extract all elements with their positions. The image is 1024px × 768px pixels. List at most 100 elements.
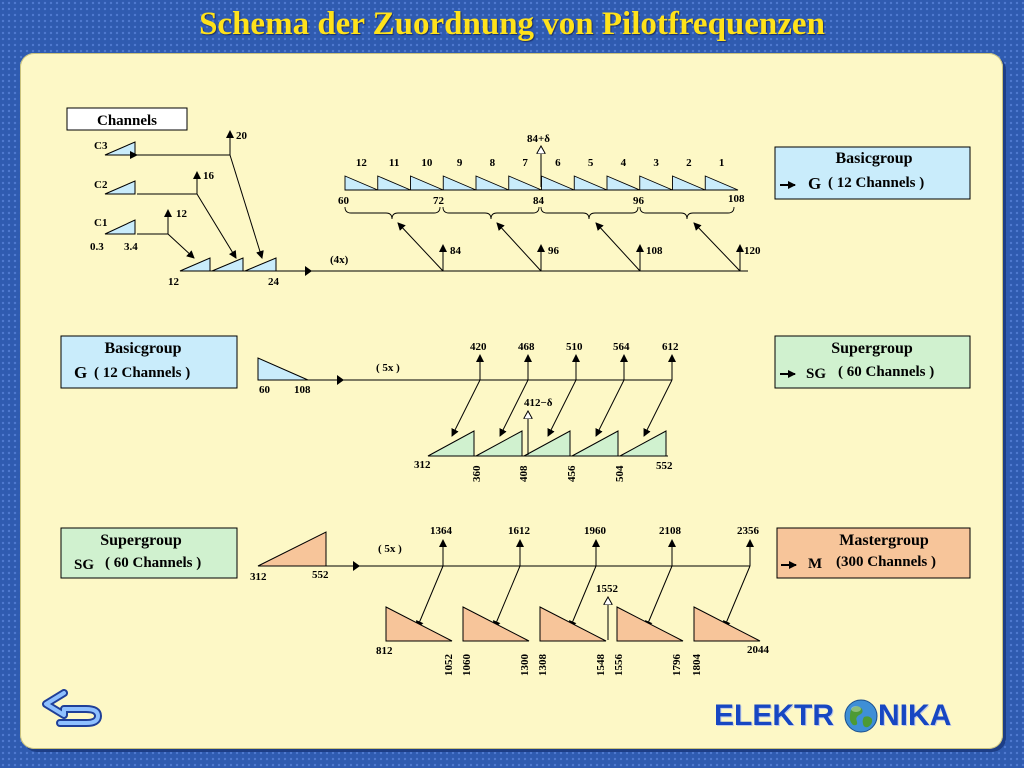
sg-carrier-420: 420 bbox=[470, 341, 487, 353]
mg-tick-1308: 1308 bbox=[537, 654, 549, 677]
channel-slot bbox=[508, 175, 542, 191]
basicgroup-result-box bbox=[774, 146, 971, 200]
channel-slot bbox=[475, 175, 509, 191]
mg-tick-812: 812 bbox=[376, 645, 393, 657]
channel-range-high: 3.4 bbox=[124, 241, 138, 253]
channel-slot bbox=[442, 175, 477, 191]
carrier-freq-108: 108 bbox=[646, 245, 663, 257]
sg-tick-312: 312 bbox=[414, 459, 431, 471]
supergroup-input-symbol: SG bbox=[74, 557, 94, 573]
supergroup-result-box bbox=[774, 335, 971, 389]
mastergroup-slot bbox=[693, 606, 761, 642]
input-channel-c2: C2 bbox=[94, 179, 197, 195]
mastergroup-result-channels: (300 Channels ) bbox=[836, 554, 936, 570]
basicgroup-result-symbol: G bbox=[808, 174, 821, 193]
basicgroup-input-box bbox=[60, 335, 238, 389]
mg-carrier-1960: 1960 bbox=[584, 525, 607, 537]
channel-label-c1: C1 bbox=[94, 217, 107, 229]
mg-tick-1556: 1556 bbox=[613, 654, 625, 677]
pregroup-spectrum bbox=[179, 257, 277, 272]
mg-tick-1300: 1300 bbox=[519, 654, 531, 677]
multiplier-4x: (4x) bbox=[330, 254, 349, 266]
mastergroup-result-box bbox=[776, 527, 971, 579]
sg-input-range-low: 312 bbox=[250, 571, 267, 583]
pregroup-edge-low: 12 bbox=[168, 276, 180, 288]
mastergroup-result-symbol: M bbox=[808, 556, 822, 572]
channel-number: 11 bbox=[389, 157, 399, 169]
pregroup-edge-high: 24 bbox=[268, 276, 280, 288]
channel-spectrum-c2 bbox=[104, 180, 136, 195]
channel-slot bbox=[541, 175, 575, 191]
supergroup-result-symbol: SG bbox=[806, 366, 826, 382]
channel-label-c2: C2 bbox=[94, 179, 108, 191]
supergroup-input-spectrum bbox=[257, 531, 327, 567]
channel-number: 4 bbox=[621, 157, 627, 169]
group-braces bbox=[344, 206, 735, 220]
section-basicgroup-to-supergroup: Basicgroup G ( 12 Channels ) 60 108 ( 5x… bbox=[60, 335, 971, 482]
channel-slot bbox=[639, 175, 673, 191]
sg-carrier-468: 468 bbox=[518, 341, 535, 353]
supergroup-slot bbox=[571, 430, 619, 457]
channel-number: 7 bbox=[522, 157, 528, 169]
multiplier-5x-b: ( 5x ) bbox=[378, 543, 402, 555]
mg-tick-1052: 1052 bbox=[443, 654, 455, 677]
bus-direction-marker-3 bbox=[353, 561, 360, 571]
pilot-412-label: 412−δ bbox=[524, 397, 553, 409]
basicgroup-carriers bbox=[439, 244, 744, 271]
mastergroup-slot bbox=[539, 606, 607, 642]
band-tick-72: 72 bbox=[433, 195, 445, 207]
mg-tick-1060: 1060 bbox=[461, 654, 473, 677]
supergroup-input-title: Supergroup bbox=[100, 532, 182, 549]
carrier-16-label: 16 bbox=[203, 170, 215, 182]
mg-carrier-1364: 1364 bbox=[430, 525, 453, 537]
mg-carrier-2356: 2356 bbox=[737, 525, 760, 537]
globe-icon bbox=[844, 699, 878, 733]
bus-direction-marker bbox=[305, 266, 312, 276]
page-title: Schema der Zuordnung von Pilotfrequenzen bbox=[199, 6, 825, 42]
basicgroup-result-channels: ( 12 Channels ) bbox=[828, 175, 924, 191]
channel-slot bbox=[344, 175, 378, 191]
channel-spectrum-c1 bbox=[104, 219, 136, 235]
channel-slot bbox=[672, 175, 706, 191]
pilot-84-label: 84+δ bbox=[527, 133, 550, 145]
channel-number: 10 bbox=[421, 157, 433, 169]
sg-tick-360: 360 bbox=[471, 465, 483, 482]
mix-arrow-c2 bbox=[196, 193, 237, 259]
mg-shift-arrows bbox=[416, 565, 751, 629]
logo-text-left: ELEKTR bbox=[714, 699, 834, 732]
sg-carrier-564: 564 bbox=[613, 341, 630, 353]
mastergroup-slot bbox=[385, 606, 453, 642]
sg-carrier-612: 612 bbox=[662, 341, 679, 353]
channels-label: Channels bbox=[97, 113, 157, 129]
sg-tick-504: 504 bbox=[614, 465, 626, 482]
mastergroup-carriers bbox=[439, 539, 754, 566]
logo-text-right: NIKA bbox=[878, 699, 952, 732]
supergroup-slot bbox=[475, 430, 523, 457]
basicgroup-input-symbol: G bbox=[74, 363, 87, 382]
pilot-1552-label: 1552 bbox=[596, 583, 619, 595]
mg-tick-1548: 1548 bbox=[595, 654, 607, 677]
mastergroup-slot bbox=[616, 606, 684, 642]
supergroup-slot bbox=[427, 430, 475, 457]
sg-shift-arrows bbox=[451, 379, 673, 437]
carrier-freq-84: 84 bbox=[450, 245, 462, 257]
supergroup-spectrum bbox=[427, 430, 668, 457]
input-range-high: 108 bbox=[294, 384, 311, 396]
mg-carrier-1612: 1612 bbox=[508, 525, 531, 537]
section-supergroup-to-mastergroup: Supergroup SG ( 60 Channels ) 312 552 ( … bbox=[60, 525, 971, 677]
channel-spectrum-c3 bbox=[104, 141, 136, 156]
channel-number: 8 bbox=[490, 157, 496, 169]
channel-number: 1 bbox=[719, 157, 725, 169]
mastergroup-spectrum bbox=[385, 606, 761, 642]
basicgroup-input-title: Basicgroup bbox=[104, 340, 181, 357]
multiplier-5x-a: ( 5x ) bbox=[376, 362, 400, 374]
input-channel-c3: C3 bbox=[94, 140, 230, 159]
mg-tick-1804: 1804 bbox=[691, 654, 703, 677]
back-button[interactable] bbox=[42, 689, 108, 727]
supergroup-result-title: Supergroup bbox=[831, 340, 913, 357]
mg-tick-1796: 1796 bbox=[671, 654, 683, 677]
mastergroup-result-title: Mastergroup bbox=[839, 532, 929, 549]
carrier-freq-96: 96 bbox=[548, 245, 560, 257]
